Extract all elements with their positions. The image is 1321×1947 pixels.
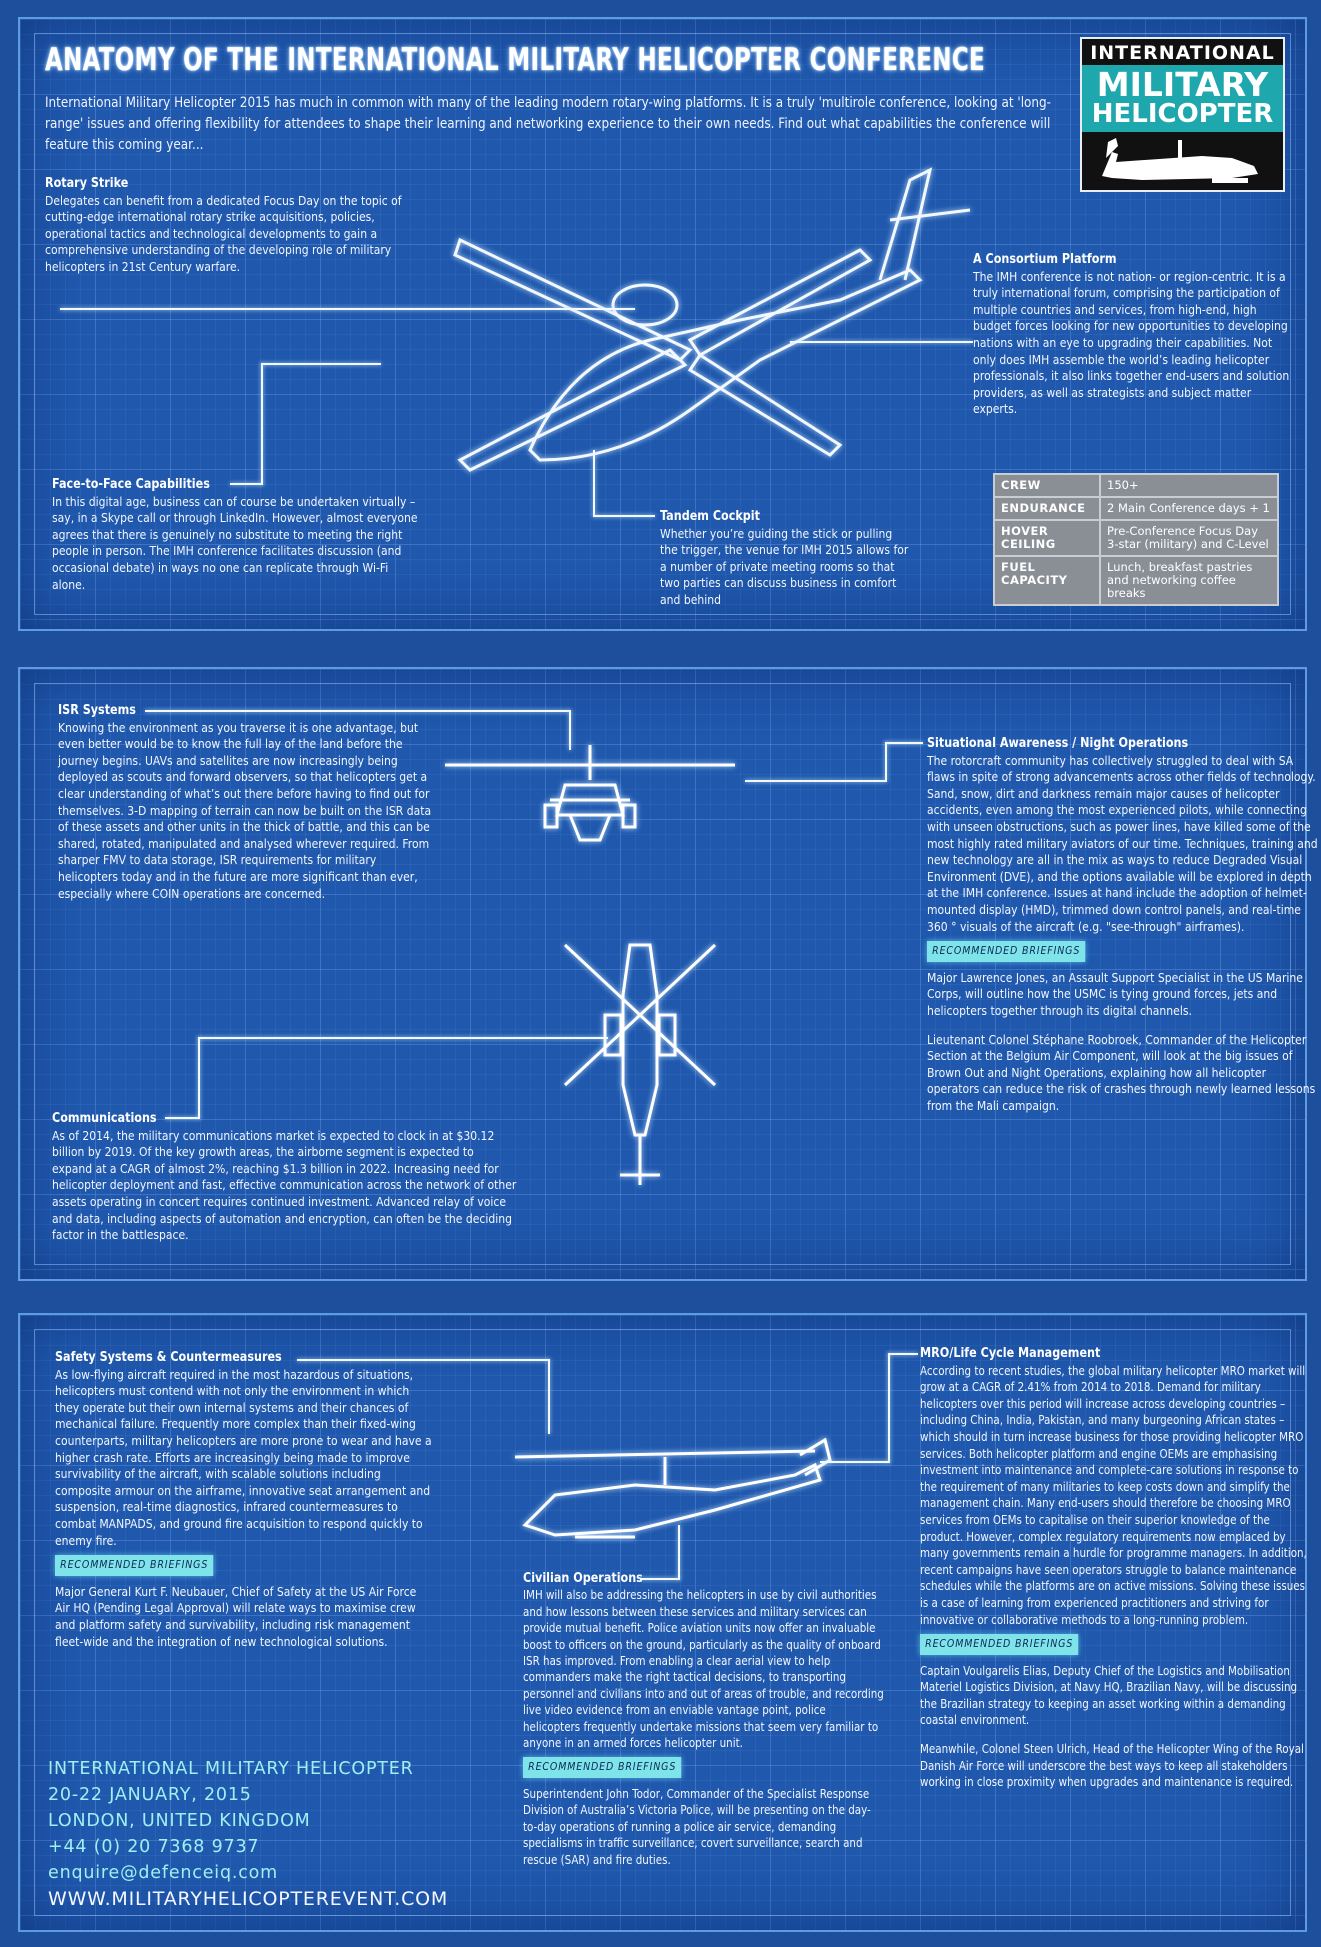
spec-value: 2 Main Conference days + 1 xyxy=(1099,496,1279,521)
spec-label: FUEL CAPACITY xyxy=(993,555,1101,606)
section-safety-systems: Safety Systems & Countermeasures As low-… xyxy=(55,1349,433,1650)
leader-line xyxy=(548,1359,550,1434)
briefing-item: Lieutenant Colonel Stéphane Roobroek, Co… xyxy=(927,1031,1316,1113)
helicopter-top-view-icon xyxy=(563,943,717,1185)
website-link[interactable]: WWW.MILITARYHELICOPTEREVENT.COM xyxy=(48,1888,449,1910)
section-tandem-cockpit: Tandem Cockpit Whether you’re guiding th… xyxy=(660,508,909,609)
recommended-briefings-badge: RECOMMENDED BRIEFINGS xyxy=(523,1757,682,1778)
section-body: Knowing the environment as you traverse … xyxy=(58,719,432,901)
briefing-item: Superintendent John Todor, Commander of … xyxy=(523,1786,871,1867)
helicopter-blueprint-isometric-icon xyxy=(453,167,971,472)
spec-label: ENDURANCE xyxy=(993,496,1101,521)
leader-line xyxy=(261,363,381,365)
briefing-item: Major Lawrence Jones, an Assault Support… xyxy=(927,969,1303,1018)
panel-inner-border xyxy=(34,683,1291,1265)
section-heading: Situational Awareness / Night Operations xyxy=(927,736,1189,751)
leader-line xyxy=(261,363,263,485)
leader-line xyxy=(790,341,973,343)
helicopter-side-view-icon xyxy=(514,1437,832,1539)
panel-systems xyxy=(18,667,1307,1281)
leader-line xyxy=(569,710,571,750)
contact-info: INTERNATIONAL MILITARY HELICOPTER 20-22 … xyxy=(48,1756,448,1912)
recommended-briefings-badge: RECOMMENDED BRIEFINGS xyxy=(920,1634,1079,1655)
section-heading: Civilian Operations xyxy=(523,1571,643,1586)
leader-line xyxy=(230,483,263,485)
leader-line xyxy=(888,1353,890,1463)
leader-line xyxy=(198,1037,608,1039)
section-body: IMH will also be addressing the helicopt… xyxy=(523,1588,884,1751)
section-heading: A Consortium Platform xyxy=(973,252,1117,267)
recommended-briefings-badge: RECOMMENDED BRIEFINGS xyxy=(927,941,1086,962)
section-isr-systems: ISR Systems Knowing the environment as y… xyxy=(58,702,436,902)
leader-line xyxy=(198,1037,200,1119)
leader-line xyxy=(745,780,885,782)
briefing-item: Captain Voulgarelis Elias, Deputy Chief … xyxy=(920,1663,1298,1728)
section-body: The rotorcraft community has collectivel… xyxy=(927,752,1318,934)
section-body: The IMH conference is not nation- or reg… xyxy=(973,268,1290,417)
section-heading: Tandem Cockpit xyxy=(660,509,760,524)
spec-label: CREW xyxy=(993,473,1101,498)
leader-line xyxy=(640,1578,680,1580)
helicopter-front-view-icon xyxy=(445,745,735,842)
panel-inner-border xyxy=(34,1329,1291,1916)
section-body: As of 2014, the military communications … xyxy=(52,1127,517,1243)
imh-logo: INTERNATIONAL MILITARY HELICOPTER xyxy=(1080,37,1285,192)
section-mro-lifecycle: MRO/Life Cycle Management According to r… xyxy=(920,1345,1311,1791)
section-communications: Communications As of 2014, the military … xyxy=(52,1110,516,1244)
leader-line xyxy=(888,1353,918,1355)
spec-value: 150+ xyxy=(1099,473,1279,498)
section-body: Whether you’re guiding the stick or pull… xyxy=(660,525,909,607)
leader-line xyxy=(885,742,923,744)
section-rotary-strike: Rotary Strike Delegates can benefit from… xyxy=(45,175,406,276)
section-heading: Communications xyxy=(52,1111,157,1126)
section-heading: Face-to-Face Capabilities xyxy=(52,477,210,492)
event-dates: 20-22 JANUARY, 2015 xyxy=(48,1785,252,1805)
section-body: In this digital age, business can of cou… xyxy=(52,493,418,592)
leader-line xyxy=(820,1461,890,1463)
recommended-briefings-badge: RECOMMENDED BRIEFINGS xyxy=(55,1555,214,1576)
logo-line-3: HELICOPTER xyxy=(1082,100,1283,132)
leader-line xyxy=(165,1117,200,1119)
section-situational-awareness: Situational Awareness / Night Operations… xyxy=(927,735,1318,1114)
event-name: INTERNATIONAL MILITARY HELICOPTER xyxy=(48,1759,414,1779)
logo-line-2: MILITARY xyxy=(1082,65,1283,101)
panel-inner-border xyxy=(34,33,1291,615)
section-body: According to recent studies, the global … xyxy=(920,1363,1307,1627)
email-link[interactable]: enquire@defenceiq.com xyxy=(48,1863,278,1883)
page-title: ANATOMY OF THE INTERNATIONAL MILITARY HE… xyxy=(45,42,986,78)
section-heading: Rotary Strike xyxy=(45,176,129,191)
spec-value: Pre-Conference Focus Day 3-star (militar… xyxy=(1099,519,1279,557)
spec-label: HOVER CEILING xyxy=(993,519,1101,557)
logo-line-1: INTERNATIONAL xyxy=(1082,39,1283,65)
panel-operations xyxy=(18,1313,1307,1932)
section-heading: MRO/Life Cycle Management xyxy=(920,1346,1101,1361)
event-location: LONDON, UNITED KINGDOM xyxy=(48,1811,311,1831)
leader-line xyxy=(885,742,887,782)
section-body: As low-flying aircraft required in the m… xyxy=(55,1366,432,1548)
section-consortium-platform: A Consortium Platform The IMH conference… xyxy=(973,251,1291,418)
section-body: Delegates can benefit from a dedicated F… xyxy=(45,192,402,274)
leader-line xyxy=(678,1525,680,1580)
leader-line xyxy=(297,1359,549,1361)
section-heading: Safety Systems & Countermeasures xyxy=(55,1350,282,1365)
briefing-item: Major General Kurt F. Neubauer, Chief of… xyxy=(55,1583,417,1649)
section-civilian-operations: Civilian Operations IMH will also be add… xyxy=(523,1570,884,1868)
section-heading: ISR Systems xyxy=(58,703,136,718)
spec-value: Lunch, breakfast pastries and networking… xyxy=(1099,555,1279,606)
phone-number[interactable]: +44 (0) 20 7368 9737 xyxy=(48,1837,260,1857)
helicopter-silhouette-icon xyxy=(1082,132,1283,190)
intro-text: International Military Helicopter 2015 h… xyxy=(45,95,1052,153)
leader-line xyxy=(145,710,570,712)
leader-line xyxy=(593,450,595,516)
leader-line xyxy=(60,308,635,310)
briefing-item: Meanwhile, Colonel Steen Ulrich, Head of… xyxy=(920,1742,1304,1790)
leader-line xyxy=(593,515,655,517)
section-face-to-face: Face-to-Face Capabilities In this digita… xyxy=(52,476,422,593)
